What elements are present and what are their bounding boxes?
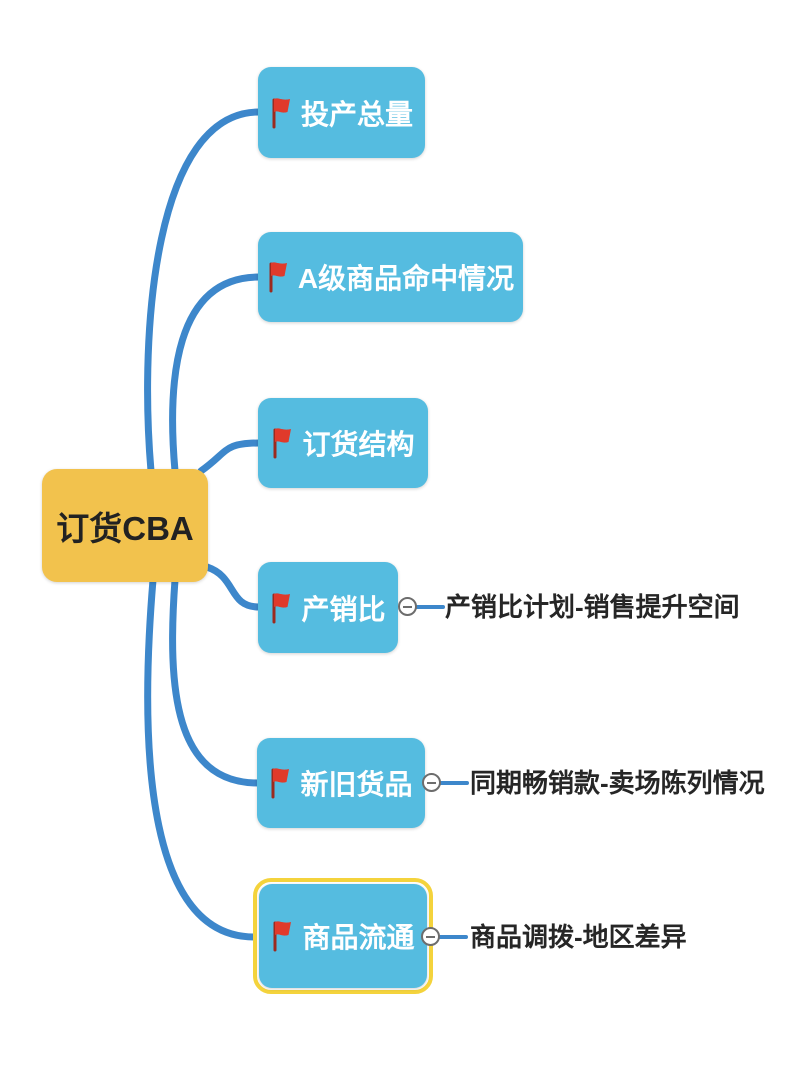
branch-node-6[interactable]: 商品流通 bbox=[259, 884, 427, 988]
branch-node-2[interactable]: A级商品命中情况 bbox=[258, 232, 523, 322]
branch-node-5[interactable]: 新旧货品 bbox=[257, 738, 425, 828]
collapse-toggle-branch-5[interactable] bbox=[422, 773, 441, 792]
red-flag-icon bbox=[271, 768, 290, 799]
connector-root-to-branch-4 bbox=[203, 563, 263, 611]
connector-root-to-branch-6 bbox=[144, 576, 258, 941]
minus-icon bbox=[427, 781, 436, 784]
collapse-toggle-branch-4[interactable] bbox=[398, 597, 417, 616]
red-flag-icon bbox=[269, 262, 287, 293]
child-node-label[interactable]: 同期畅销款-卖场陈列情况 bbox=[470, 768, 765, 798]
branch-node-label: 产销比 bbox=[301, 593, 386, 625]
connector-root-to-branch-3 bbox=[197, 439, 263, 475]
selection-outline: 商品流通 bbox=[253, 878, 433, 994]
connector-root-to-branch-5 bbox=[169, 576, 262, 787]
root-node[interactable]: 订货CBA bbox=[42, 469, 208, 582]
minus-icon bbox=[403, 605, 412, 608]
collapse-toggle-branch-6[interactable] bbox=[421, 927, 440, 946]
red-flag-icon bbox=[272, 97, 290, 128]
branch-node-label: 新旧货品 bbox=[300, 769, 413, 800]
minus-icon bbox=[426, 935, 435, 938]
branch-node-1[interactable]: 投产总量 bbox=[258, 67, 425, 158]
branch-node-label: 订货结构 bbox=[302, 429, 415, 460]
branch-node-label: 商品流通 bbox=[302, 922, 415, 953]
connector-root-to-branch-2 bbox=[169, 273, 263, 475]
connector-root-to-branch-1 bbox=[144, 108, 263, 475]
branch-node-label: 投产总量 bbox=[300, 98, 413, 130]
child-node-label[interactable]: 产销比计划-销售提升空间 bbox=[445, 592, 740, 622]
red-flag-icon bbox=[273, 921, 292, 952]
branch-node-4[interactable]: 产销比 bbox=[258, 562, 398, 653]
child-node-label[interactable]: 商品调拨-地区差异 bbox=[470, 922, 687, 952]
branch-node-3[interactable]: 订货结构 bbox=[258, 398, 428, 488]
red-flag-icon bbox=[273, 428, 292, 459]
root-node-label: 订货CBA bbox=[56, 509, 194, 547]
red-flag-icon bbox=[272, 592, 291, 623]
branch-node-label: A级商品命中情况 bbox=[297, 263, 515, 294]
